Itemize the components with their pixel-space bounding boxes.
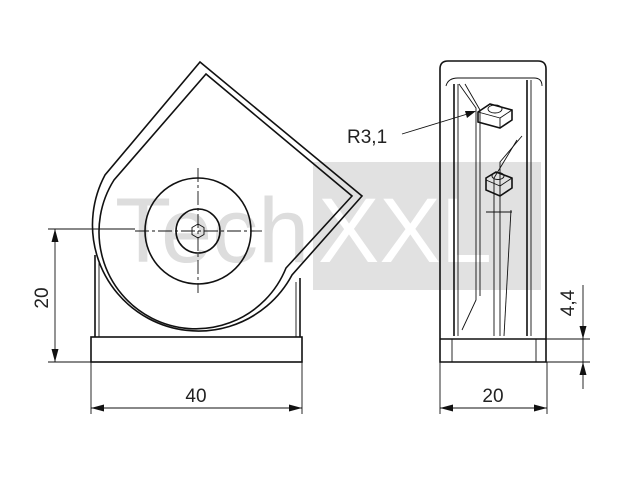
dim-side-width-label: 20 [482, 386, 503, 407]
teardrop-inner [98, 72, 354, 330]
watermark-xxl: XXL [318, 180, 492, 282]
slot-nut-lower [485, 171, 513, 197]
dim-width-label: 40 [185, 386, 206, 407]
radius-leader-line [401, 111, 475, 135]
radius-label: R3,1 [347, 127, 387, 148]
slot-nut-upper [477, 103, 513, 129]
teardrop-outline [91, 60, 364, 332]
base-plate [90, 336, 303, 363]
side-view: R3,1 20 4,4 [347, 60, 590, 414]
dim-height-label: 20 [32, 287, 53, 308]
dim-offset-label: 4,4 [558, 289, 579, 316]
front-view: 20 40 [32, 60, 364, 414]
